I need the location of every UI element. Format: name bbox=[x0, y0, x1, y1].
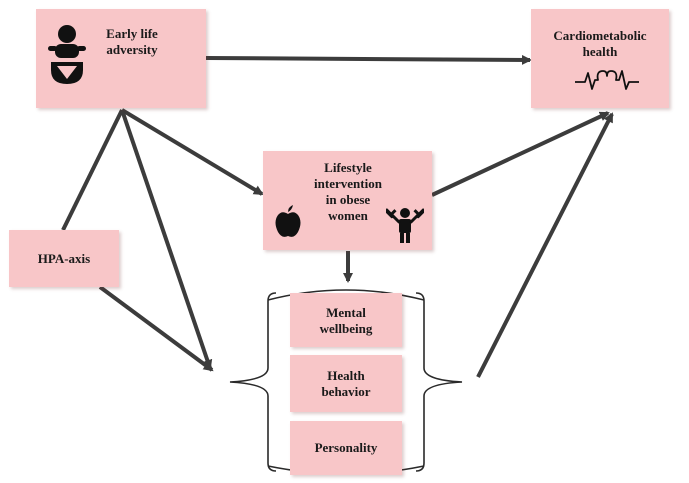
arrow-early-to-mediators bbox=[120, 109, 213, 370]
arrow-mediators-to-cardio bbox=[476, 112, 614, 378]
left-curly-brace bbox=[229, 292, 277, 472]
cardiometabolic-health-label: Cardiometabolic health bbox=[553, 28, 647, 59]
line-early-to-hpa bbox=[61, 109, 124, 231]
personality-box bbox=[290, 421, 402, 475]
arrow-lifestyle-to-cardio bbox=[431, 111, 610, 197]
mental-wellbeing-box bbox=[290, 293, 402, 347]
health-behavior-box bbox=[290, 355, 402, 412]
baby-icon bbox=[48, 25, 86, 84]
arrow-hpa-to-mediators bbox=[98, 285, 214, 372]
arrow-early-to-lifestyle bbox=[120, 108, 264, 196]
health-behavior-label: Health behavior bbox=[321, 368, 371, 399]
apple-icon bbox=[275, 205, 301, 237]
dumbbell-person-icon bbox=[386, 208, 424, 243]
mental-wellbeing-label: Mental wellbeing bbox=[319, 305, 373, 336]
hpa-axis-box bbox=[9, 230, 119, 287]
top-bracket-curve bbox=[267, 289, 425, 301]
early-life-adversity-label: Early life adversity bbox=[106, 26, 158, 57]
arrow-early-to-cardio bbox=[205, 54, 532, 65]
lifestyle-intervention-label: Lifestyle intervention in obese women bbox=[314, 160, 382, 223]
cardiometabolic-health-box bbox=[531, 9, 669, 108]
heartbeat-icon bbox=[575, 70, 639, 90]
hpa-axis-label: HPA-axis bbox=[37, 251, 91, 266]
personality-label: Personality bbox=[314, 440, 378, 455]
right-curly-brace bbox=[415, 292, 463, 472]
